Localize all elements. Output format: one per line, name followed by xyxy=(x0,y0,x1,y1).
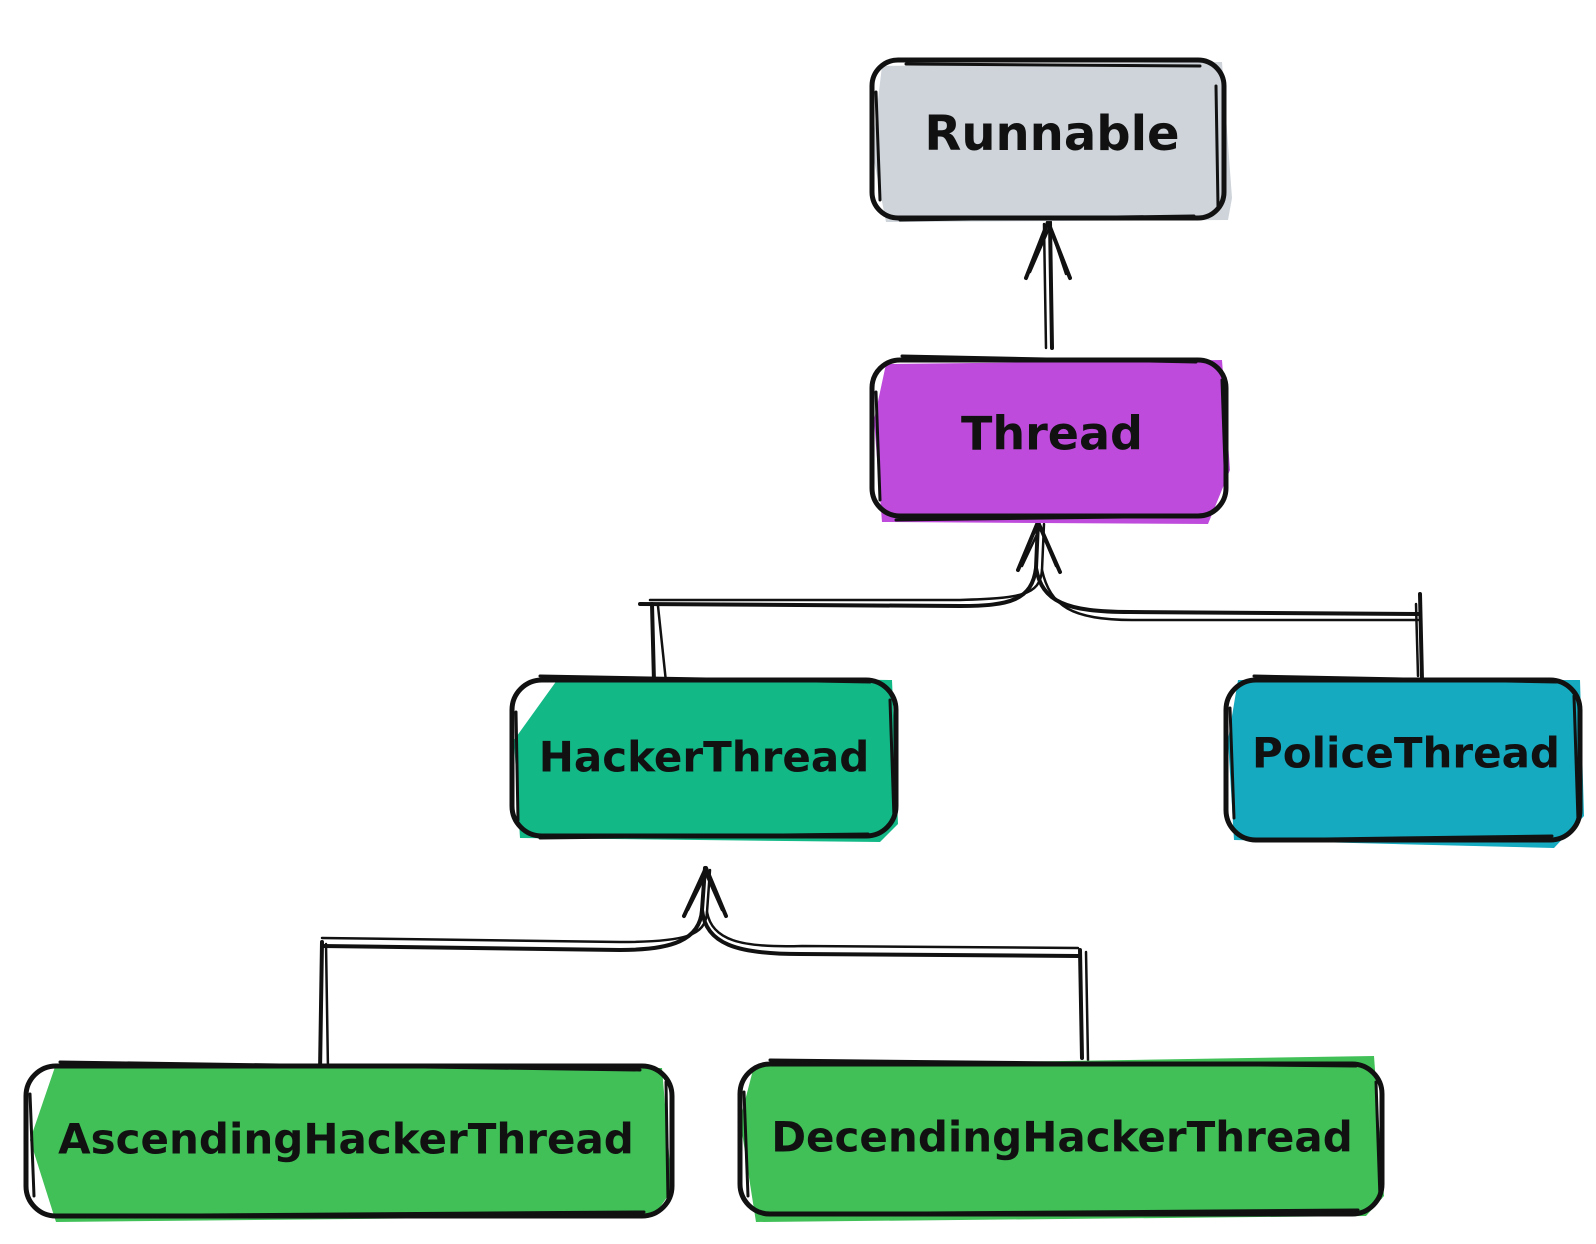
node-thread-fill xyxy=(874,360,1230,524)
edges xyxy=(318,220,1424,1074)
node-thread-label: Thread xyxy=(961,407,1143,461)
node-hacker-thread-fill xyxy=(514,676,898,842)
edge-ascending-and-decending-to-hacker xyxy=(318,866,1090,1074)
node-decending-hacker-thread: DecendingHackerThread xyxy=(737,1056,1385,1222)
node-police-thread: PoliceThread xyxy=(1223,674,1584,848)
node-hacker-thread-label: HackerThread xyxy=(539,733,870,782)
node-decending-hacker-thread-label: DecendingHackerThread xyxy=(771,1113,1353,1162)
node-police-thread-label: PoliceThread xyxy=(1252,729,1560,778)
node-hacker-thread: HackerThread xyxy=(509,674,899,842)
node-runnable-label: Runnable xyxy=(924,106,1179,162)
node-ascending-hacker-thread-fill xyxy=(30,1064,672,1222)
node-police-thread-fill xyxy=(1228,680,1584,848)
node-decending-hacker-thread-fill xyxy=(740,1056,1384,1222)
node-runnable-fill xyxy=(872,62,1232,222)
node-ascending-hacker-thread-label: AscendingHackerThread xyxy=(58,1115,634,1164)
node-runnable: Runnable xyxy=(869,57,1232,222)
edge-hacker-and-police-to-thread xyxy=(638,520,1424,684)
node-thread: Thread xyxy=(869,354,1230,524)
edge-thread-to-runnable xyxy=(1024,220,1072,350)
node-ascending-hacker-thread: AscendingHackerThread xyxy=(23,1060,675,1222)
